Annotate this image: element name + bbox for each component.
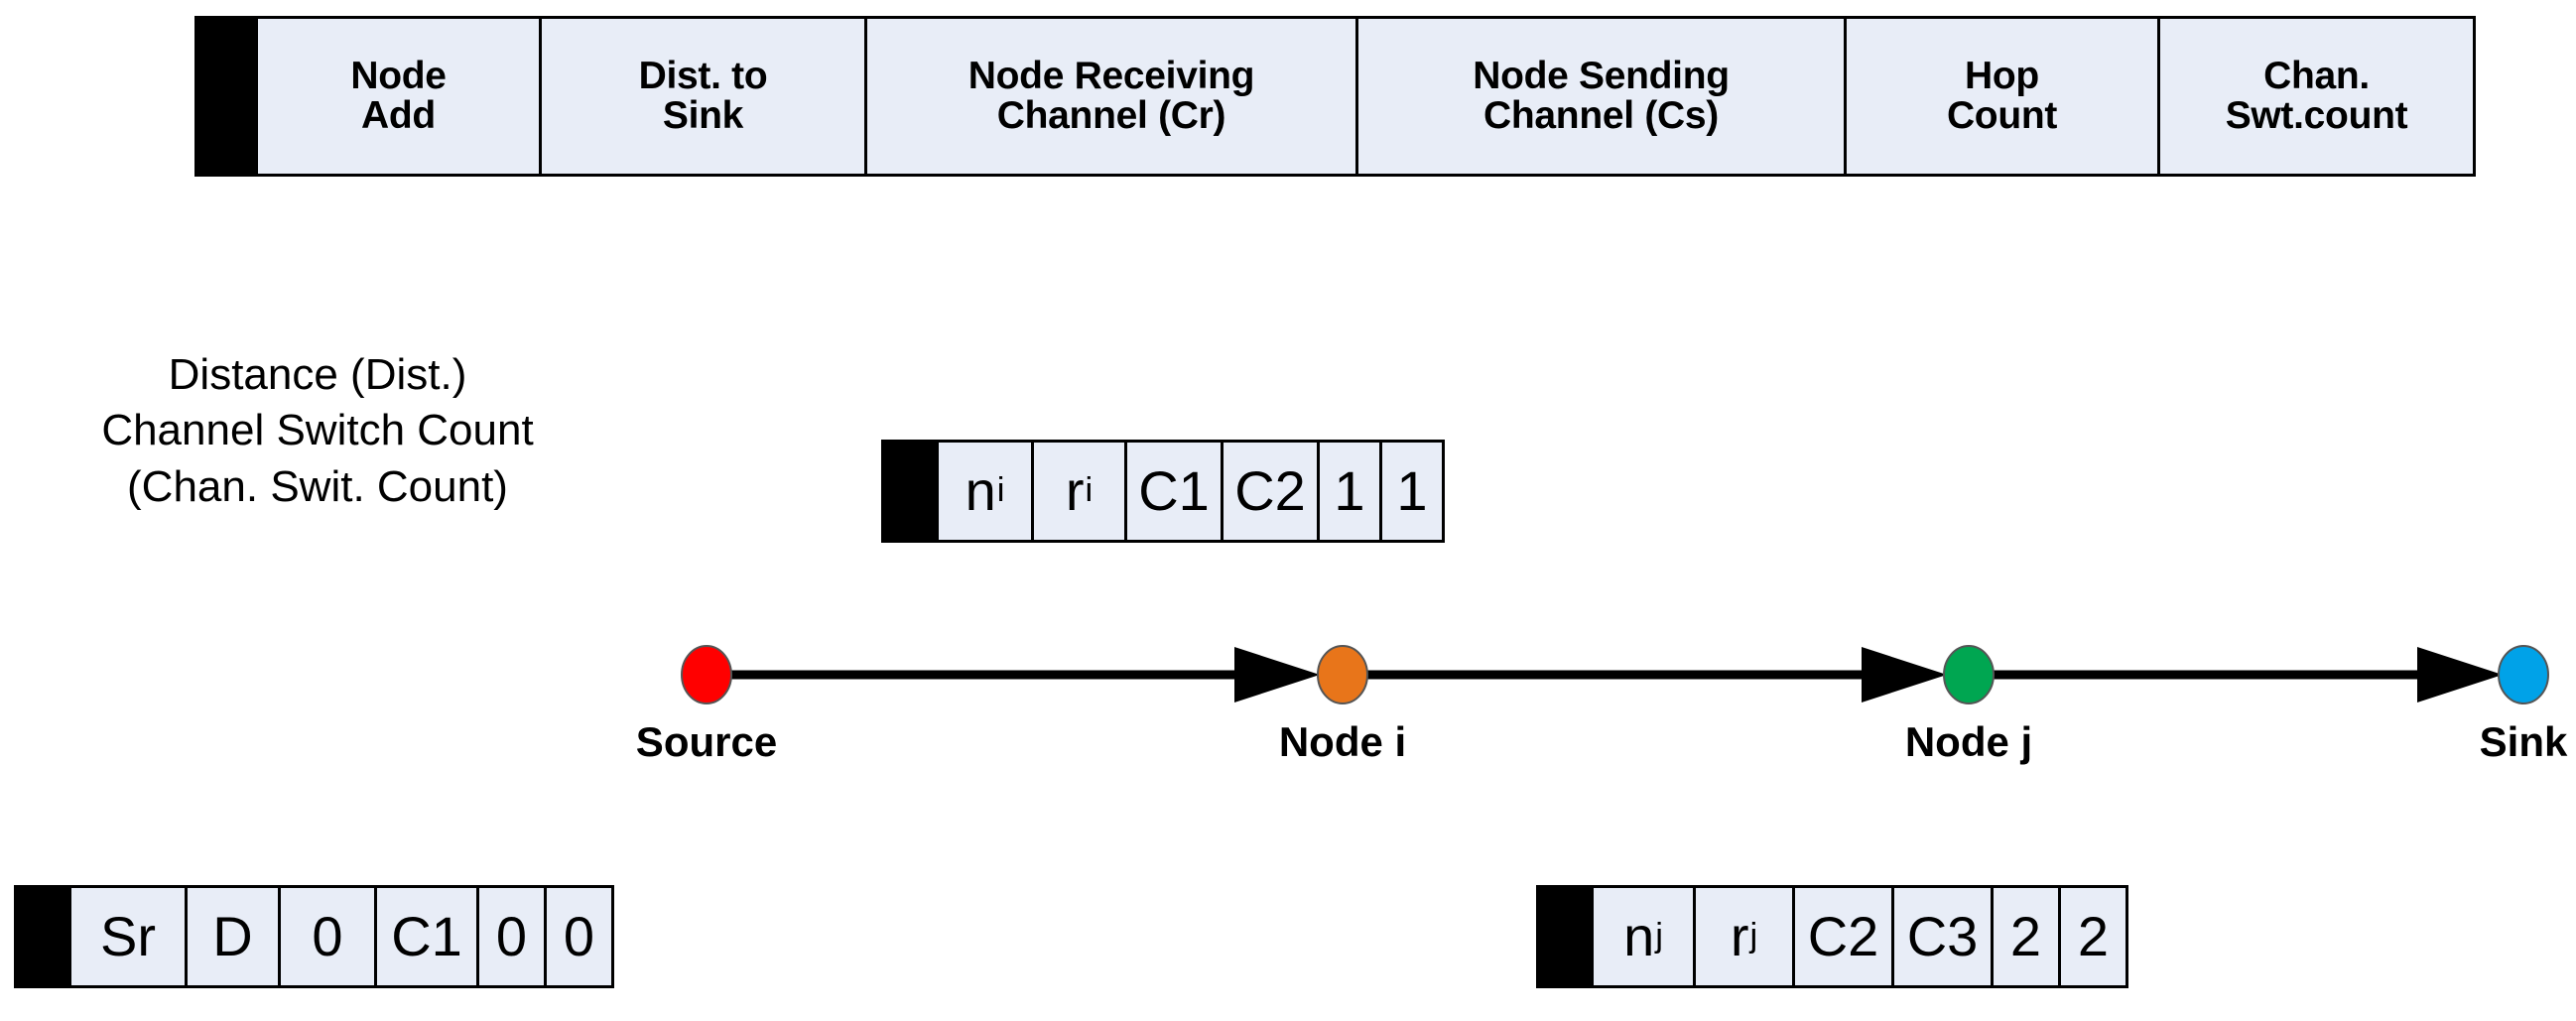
packet-cell-hop-count: 2 bbox=[1991, 888, 2058, 985]
link-node-i-to-node-j bbox=[1343, 647, 1947, 702]
node-j-circle[interactable] bbox=[1943, 645, 1995, 704]
packet-cell-node-add: Sr bbox=[68, 888, 185, 985]
node-source-circle[interactable] bbox=[681, 645, 732, 704]
table-lead-block bbox=[197, 19, 255, 174]
node-label-node-i: Node i bbox=[1278, 718, 1407, 765]
cell-subscript: j bbox=[1749, 917, 1758, 956]
node-chain-svg bbox=[681, 645, 2549, 704]
packet-cell-sending-channel: C2 bbox=[1221, 443, 1317, 540]
packet-cell-hop-zero: 0 bbox=[278, 888, 374, 985]
packet-lead-block bbox=[17, 888, 68, 985]
node-label-sink: Sink bbox=[2479, 718, 2568, 765]
packet-lead-block bbox=[884, 443, 936, 540]
cell-value: D bbox=[212, 905, 253, 968]
cell-value: C3 bbox=[1906, 905, 1979, 968]
header-cell-node-add: Node Add bbox=[255, 19, 539, 174]
legend-line-channel-switch-count: Channel Switch Count bbox=[101, 406, 534, 455]
cell-subscript: i bbox=[996, 471, 1005, 510]
cell-value: n bbox=[1623, 905, 1655, 968]
cell-value: C2 bbox=[1234, 459, 1306, 523]
header-cell-hop-count: Hop Count bbox=[1844, 19, 2157, 174]
node-i-circle[interactable] bbox=[1317, 645, 1368, 704]
cell-value: 0 bbox=[495, 905, 528, 968]
packet-cell-sending-channel: C3 bbox=[1891, 888, 1991, 985]
header-line-2: Sink bbox=[662, 94, 744, 137]
cell-value: 2 bbox=[2009, 905, 2042, 968]
packet-cell-chan-swt-count: 0 bbox=[544, 888, 611, 985]
legend-line-chan-swit-count: (Chan. Swit. Count) bbox=[127, 461, 508, 511]
node-chain: Source Node i Node j Sink bbox=[0, 595, 2576, 794]
header-line-2: Channel (Cs) bbox=[1483, 94, 1719, 137]
cell-value: 0 bbox=[563, 905, 595, 968]
header-line-2: Add bbox=[361, 94, 436, 137]
header-cell-node-receiving-channel: Node Receiving Channel (Cr) bbox=[864, 19, 1355, 174]
header-line-1: Node Receiving bbox=[967, 55, 1255, 98]
source-packet: Sr D 0 C1 0 0 bbox=[14, 885, 614, 988]
packet-cell-sending-channel: C1 bbox=[374, 888, 476, 985]
cell-value: Sr bbox=[100, 905, 156, 968]
node-label-node-j: Node j bbox=[1904, 718, 2033, 765]
header-cell-chan-swt-count: Chan. Swt.count bbox=[2157, 19, 2473, 174]
link-source-to-node-i bbox=[707, 647, 1320, 702]
packet-cell-receiving-channel: C2 bbox=[1792, 888, 1891, 985]
packet-lead-block bbox=[1539, 888, 1591, 985]
cell-subscript: i bbox=[1085, 471, 1094, 510]
cell-subscript: j bbox=[1655, 917, 1663, 956]
node-label-source: Source bbox=[635, 718, 778, 765]
packet-cell-dist-to-sink: D bbox=[185, 888, 278, 985]
cell-value: 1 bbox=[1334, 459, 1365, 523]
cell-value: 0 bbox=[312, 905, 343, 968]
header-line-1: Hop bbox=[1965, 55, 2039, 98]
link-node-j-to-sink bbox=[1969, 647, 2503, 702]
header-cell-dist-to-sink: Dist. to Sink bbox=[539, 19, 864, 174]
cell-value: r bbox=[1065, 459, 1085, 523]
legend-block: Distance (Dist.) Channel Switch Count (C… bbox=[60, 347, 576, 515]
header-cell-node-sending-channel: Node Sending Channel (Cs) bbox=[1355, 19, 1844, 174]
cell-value: C2 bbox=[1807, 905, 1879, 968]
legend-line-distance: Distance (Dist.) bbox=[168, 350, 467, 399]
cell-value: C1 bbox=[391, 905, 462, 968]
header-line-1: Node Sending bbox=[1473, 55, 1730, 98]
cell-value: C1 bbox=[1138, 459, 1210, 523]
packet-cell-receiving-channel: C1 bbox=[1124, 443, 1221, 540]
packet-cell-chan-swt-count: 2 bbox=[2058, 888, 2125, 985]
header-line-1: Node bbox=[350, 55, 447, 98]
cell-value: 1 bbox=[1396, 459, 1428, 523]
header-line-2: Count bbox=[1946, 94, 2058, 137]
cell-value: 2 bbox=[2077, 905, 2110, 968]
header-line-1: Chan. bbox=[2263, 55, 2370, 98]
cell-value: n bbox=[965, 459, 996, 523]
header-line-2: Swt.count bbox=[2225, 94, 2408, 137]
packet-cell-hop-count: 0 bbox=[476, 888, 544, 985]
node-sink-circle[interactable] bbox=[2498, 645, 2549, 704]
cell-value: r bbox=[1730, 905, 1749, 968]
packet-cell-chan-swt-count: 1 bbox=[1379, 443, 1442, 540]
packet-cell-hop-count: 1 bbox=[1317, 443, 1379, 540]
header-line-1: Dist. to bbox=[638, 55, 768, 98]
routing-table-header: Node Add Dist. to Sink Node Receiving Ch… bbox=[194, 16, 2476, 177]
header-line-2: Channel (Cr) bbox=[996, 94, 1226, 137]
